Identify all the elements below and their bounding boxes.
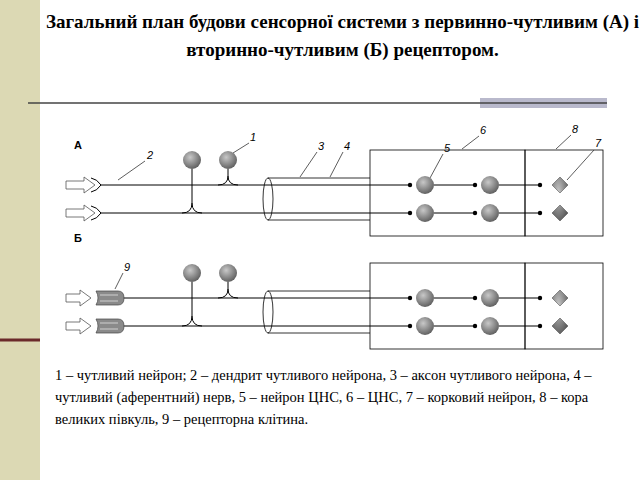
callout-number: 4 <box>344 140 350 152</box>
callout-number: 3 <box>318 140 324 152</box>
callout-number: 9 <box>124 261 130 273</box>
callout-number: 8 <box>572 123 578 135</box>
row-label: А <box>74 139 82 151</box>
callout-number: 1 <box>250 131 256 143</box>
slide-title: Загальний план будови сенсорної системи … <box>45 8 640 64</box>
callout-number: 6 <box>480 124 486 136</box>
callout-number: 5 <box>444 142 450 154</box>
row-label: Б <box>74 232 82 244</box>
callout-number: 7 <box>595 137 601 149</box>
callout-number: 2 <box>147 149 153 161</box>
figure-caption: 1 – чутливий нейрон; 2 – дендрит чутливо… <box>55 364 595 430</box>
